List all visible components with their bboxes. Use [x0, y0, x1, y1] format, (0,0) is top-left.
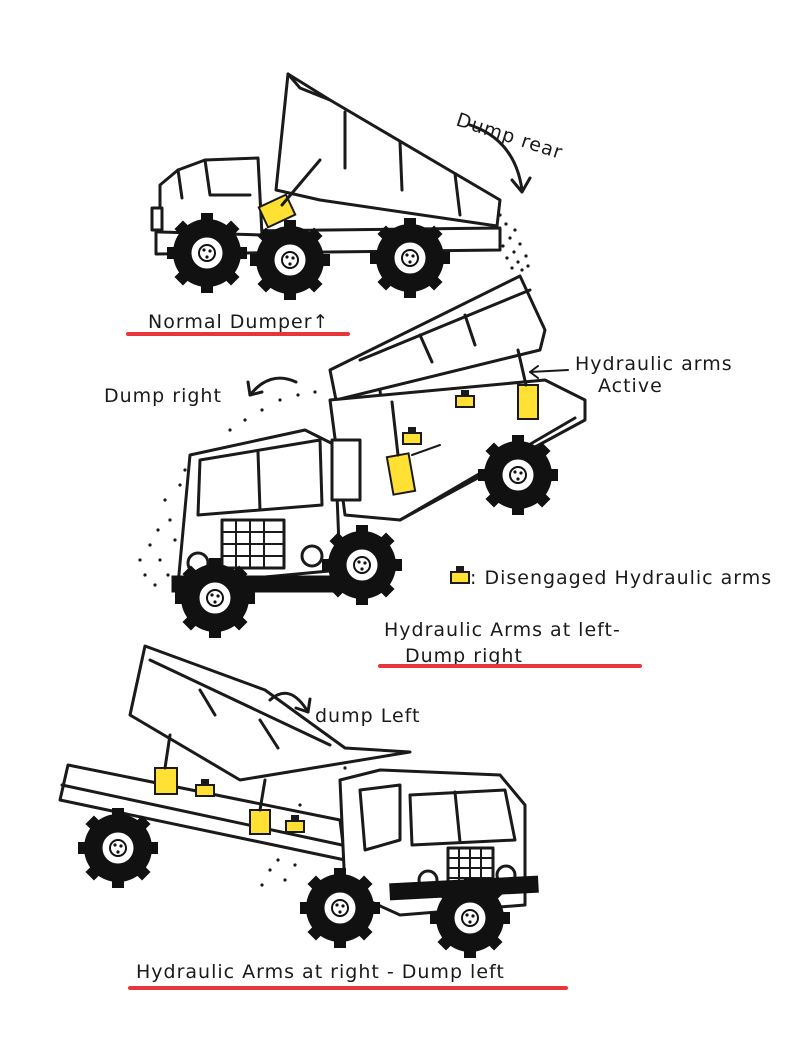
- dumped-material: [493, 213, 530, 272]
- active-arms-label-2: Active: [598, 375, 663, 397]
- panel-dump-left: dump Left Hydraulic Arms at right - Dump…: [58, 644, 568, 990]
- right-dump-truck-drawing: [138, 274, 587, 640]
- hydraulic-arm-active-left: [154, 767, 178, 795]
- dump-left-caption: Hydraulic Arms at right - Dump left: [136, 961, 505, 983]
- active-arms-label: Hydraulic arms: [575, 353, 733, 375]
- dump-left-arrow: [268, 691, 310, 714]
- dump-right-caption-line1: Hydraulic Arms at left-: [384, 619, 621, 641]
- hydraulic-arm-active-right: [249, 809, 271, 835]
- dump-left-label: dump Left: [315, 705, 420, 727]
- hydraulic-arm-disengaged: [195, 778, 215, 797]
- legend-disengaged: : Disengaged Hydraulic arms: [450, 565, 772, 589]
- panel-dump-right: Dump right Hydraulic arms Active : Disen…: [104, 274, 772, 668]
- dump-right-caption-line2: Dump right: [405, 645, 523, 667]
- rear-dump-truck-drawing: [150, 72, 532, 302]
- legend-disengaged-text: : Disengaged Hydraulic arms: [470, 567, 772, 589]
- left-dump-truck-drawing: [58, 644, 539, 960]
- dumped-material: [138, 390, 317, 587]
- normal-dumper-caption: Normal Dumper↑: [148, 311, 329, 333]
- dump-right-label: Dump right: [104, 385, 222, 407]
- dump-rear-arrow: [468, 123, 524, 192]
- active-arms-pointer: [529, 369, 569, 373]
- legend-disengaged-icon: [450, 565, 470, 584]
- hydraulic-arm-active-rear: [517, 384, 539, 420]
- dump-right-arrow: [248, 376, 298, 397]
